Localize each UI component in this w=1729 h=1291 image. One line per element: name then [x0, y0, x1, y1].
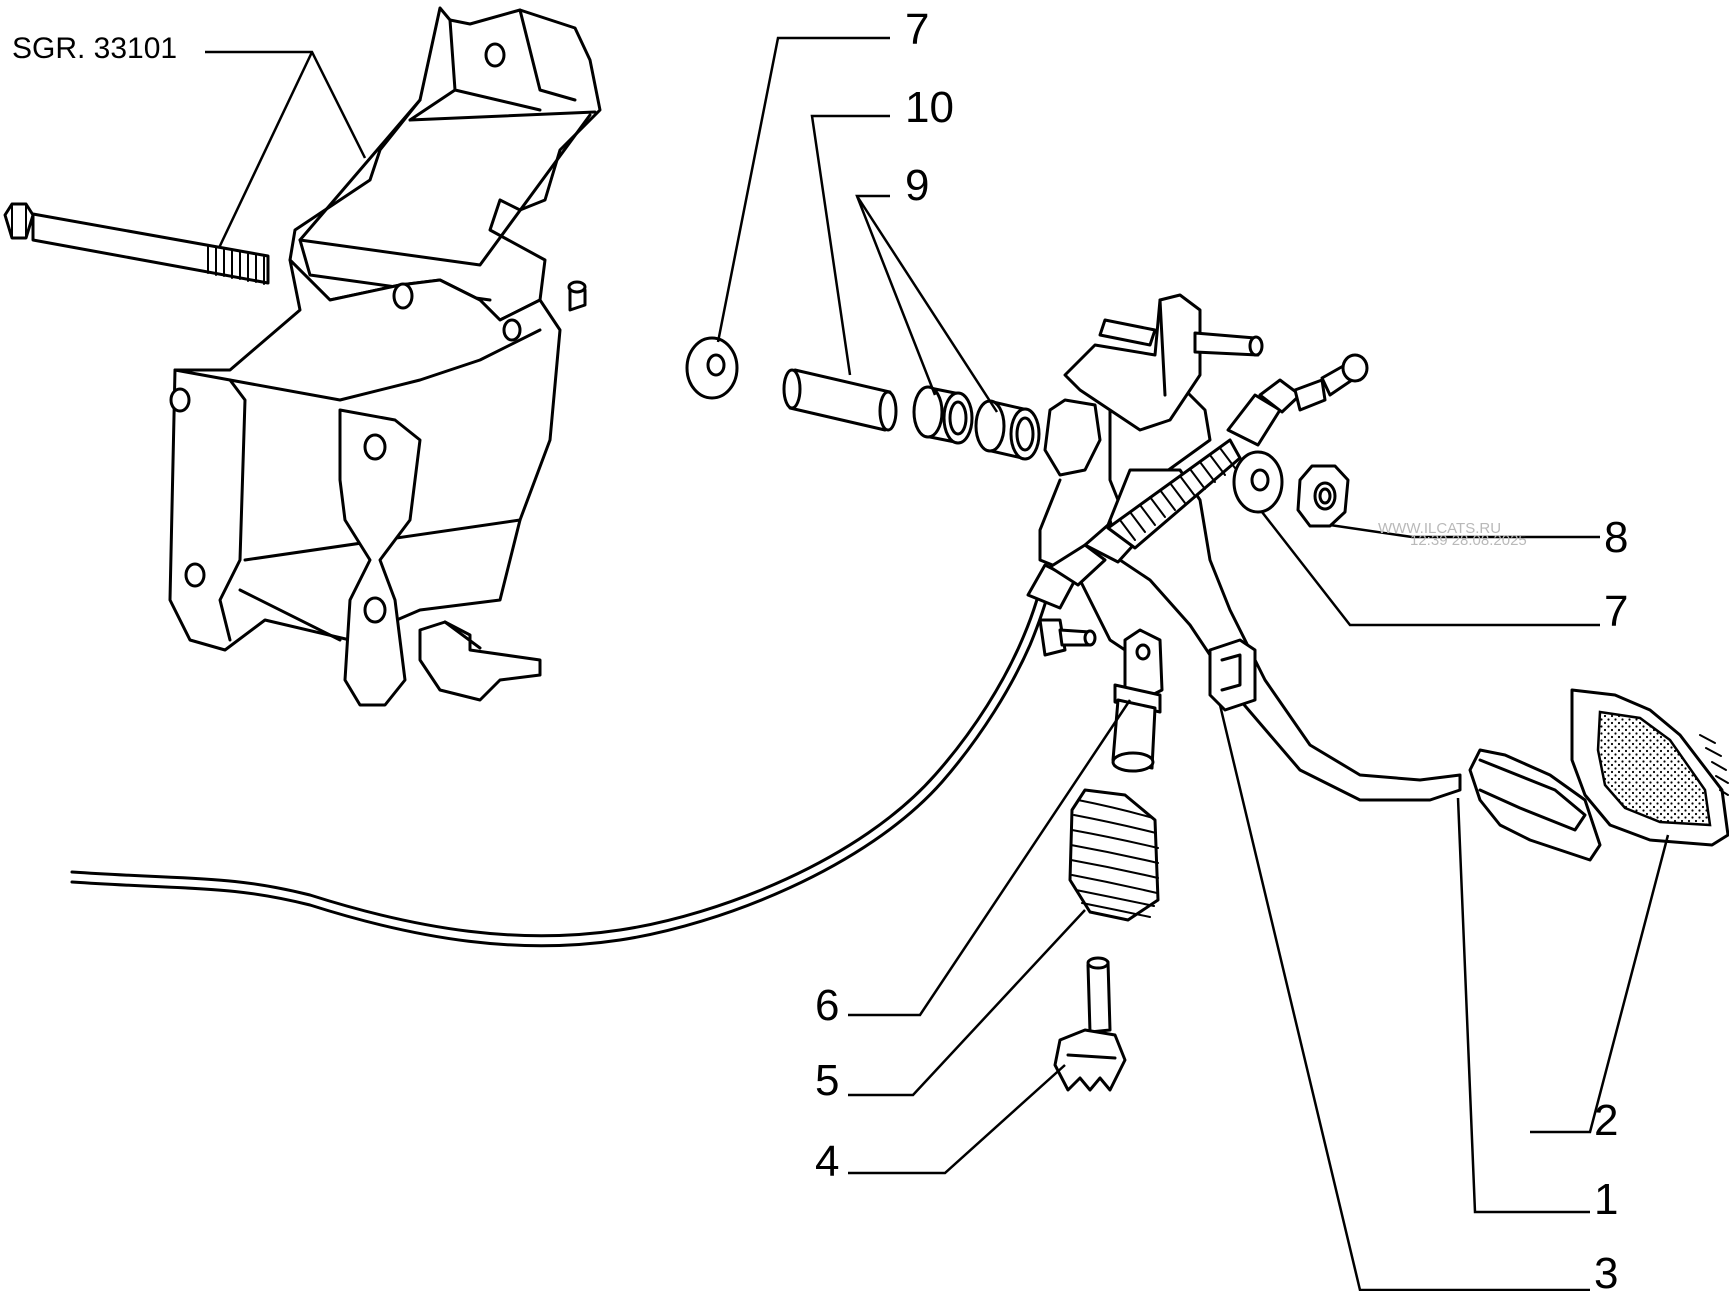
clutch-pedal-arm: [1038, 293, 1602, 862]
leader-7-right: [1261, 511, 1600, 627]
watermark-stamp: 12:39 28.08.2025: [1410, 532, 1527, 549]
callout-3: 3: [1594, 1249, 1618, 1291]
reference-leader-line: [205, 50, 367, 159]
pedal-bracket: [168, 6, 602, 707]
retaining-clip: [1208, 638, 1257, 712]
callout-1: 1: [1594, 1175, 1618, 1224]
callout-7-right: 7: [1604, 587, 1628, 636]
callout-10: 10: [905, 83, 954, 132]
leader-5: [848, 909, 1086, 1097]
washer-right: [1232, 450, 1284, 514]
leader-4: [848, 1064, 1066, 1175]
spring-guide: [1111, 628, 1164, 773]
leader-6: [848, 699, 1132, 1017]
callout-5: 5: [815, 1056, 839, 1105]
reference-leader-line-2: [216, 51, 314, 251]
washer-top: [685, 336, 739, 400]
leader-9a: [855, 194, 937, 396]
stop-pin: [1053, 956, 1127, 1092]
leader-2: [1530, 834, 1670, 1134]
clutch-cable: [70, 353, 1369, 948]
self-locking-nut: [1296, 464, 1350, 528]
leader-9b: [855, 195, 999, 413]
leader-7-top: [716, 36, 890, 343]
leader-1: [1456, 797, 1590, 1214]
pedal-rubber-pad: [1570, 688, 1729, 847]
leader-8: [1329, 523, 1600, 539]
callout-4: 4: [815, 1137, 839, 1186]
callout-6: 6: [815, 981, 839, 1030]
needle-bearing-2: [974, 399, 1041, 461]
group-reference-label: SGR. 33101: [12, 32, 177, 65]
long-bolt: [3, 202, 270, 285]
stop-stud: [1038, 618, 1097, 657]
leader-10: [810, 114, 890, 376]
bush: [782, 368, 898, 432]
callout-8: 8: [1604, 513, 1628, 562]
needle-bearing-1: [912, 385, 974, 445]
callout-2: 2: [1594, 1096, 1618, 1145]
watermark-site: WWW.ILCATS.RU: [1378, 520, 1501, 537]
callout-9: 9: [905, 161, 929, 210]
leader-3: [1218, 704, 1590, 1291]
callout-7-top: 7: [905, 5, 929, 54]
return-spring: [1068, 788, 1160, 922]
